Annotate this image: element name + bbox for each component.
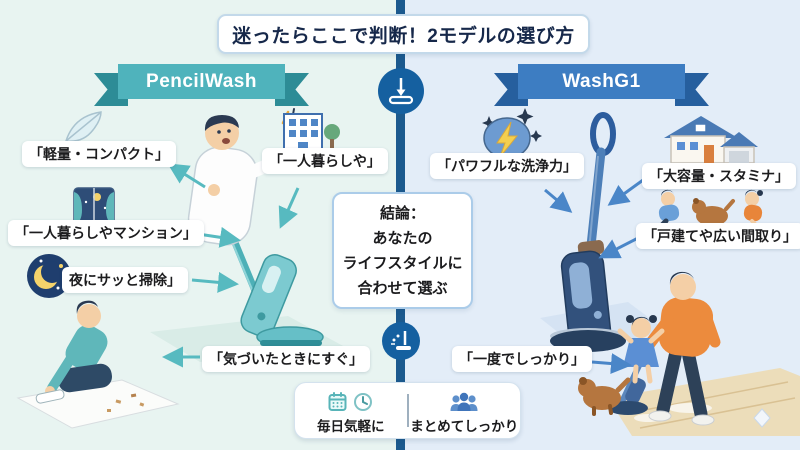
- mop-sparkle-icon: [391, 331, 411, 350]
- pencilwash-ribbon: PencilWash: [94, 64, 309, 106]
- conclusion-box: 結論： あなたの ライフスタイルに 合わせて選ぶ: [332, 192, 473, 309]
- label-detached-house: 「戸建てや広い間取り」: [636, 223, 800, 249]
- daily-usage-label: 毎日気軽に: [317, 418, 385, 434]
- clock-icon: [354, 392, 373, 411]
- mop-node: [382, 322, 420, 360]
- label-powerful-cleaning: 「パワフルな洗浄力」: [430, 153, 584, 179]
- usage-style-box: 毎日気軽に まとめてしっかり: [294, 382, 521, 439]
- label-quick-night-clean: 夜にサッと掃除」: [62, 267, 188, 293]
- conclusion-line: 合わせて選ぶ: [357, 279, 448, 297]
- batch-usage-icons: [449, 390, 479, 414]
- squeegee-icon: [388, 78, 414, 105]
- squeegee-node: [378, 68, 424, 114]
- daily-usage-icons: [328, 390, 373, 414]
- page-title-text: 迷ったらここで判断！2モデルの選び方: [232, 25, 575, 47]
- batch-usage: まとめてしっかり: [409, 383, 521, 438]
- label-lightweight-compact: 「軽量・コンパクト」: [22, 141, 176, 167]
- batch-usage-label: まとめてしっかり: [410, 418, 519, 434]
- people-icon: [450, 392, 478, 411]
- page-title: 迷ったらここで判断！2モデルの選び方: [217, 14, 590, 54]
- calendar-icon: [328, 391, 347, 411]
- label-large-capacity: 「大容量・スタミナ」: [642, 163, 796, 189]
- label-clean-right-away: 「気づいたときにすぐ」: [202, 346, 371, 372]
- label-thorough-once: 「一度でしっかり」: [452, 346, 592, 372]
- label-single-living: 「一人暮らしや」: [262, 148, 388, 174]
- pencilwash-ribbon-label: PencilWash: [118, 64, 285, 99]
- footer-divider: [406, 394, 409, 427]
- washg1-ribbon-label: WashG1: [518, 64, 685, 99]
- conclusion-line: 結論：: [379, 204, 425, 222]
- daily-usage: 毎日気軽に: [295, 383, 407, 438]
- label-single-or-apartment: 「一人暮らしやマンション」: [8, 220, 204, 246]
- conclusion-line: あなたの: [372, 229, 433, 247]
- conclusion-line: ライフスタイルに: [342, 254, 463, 272]
- washg1-ribbon: WashG1: [494, 64, 709, 106]
